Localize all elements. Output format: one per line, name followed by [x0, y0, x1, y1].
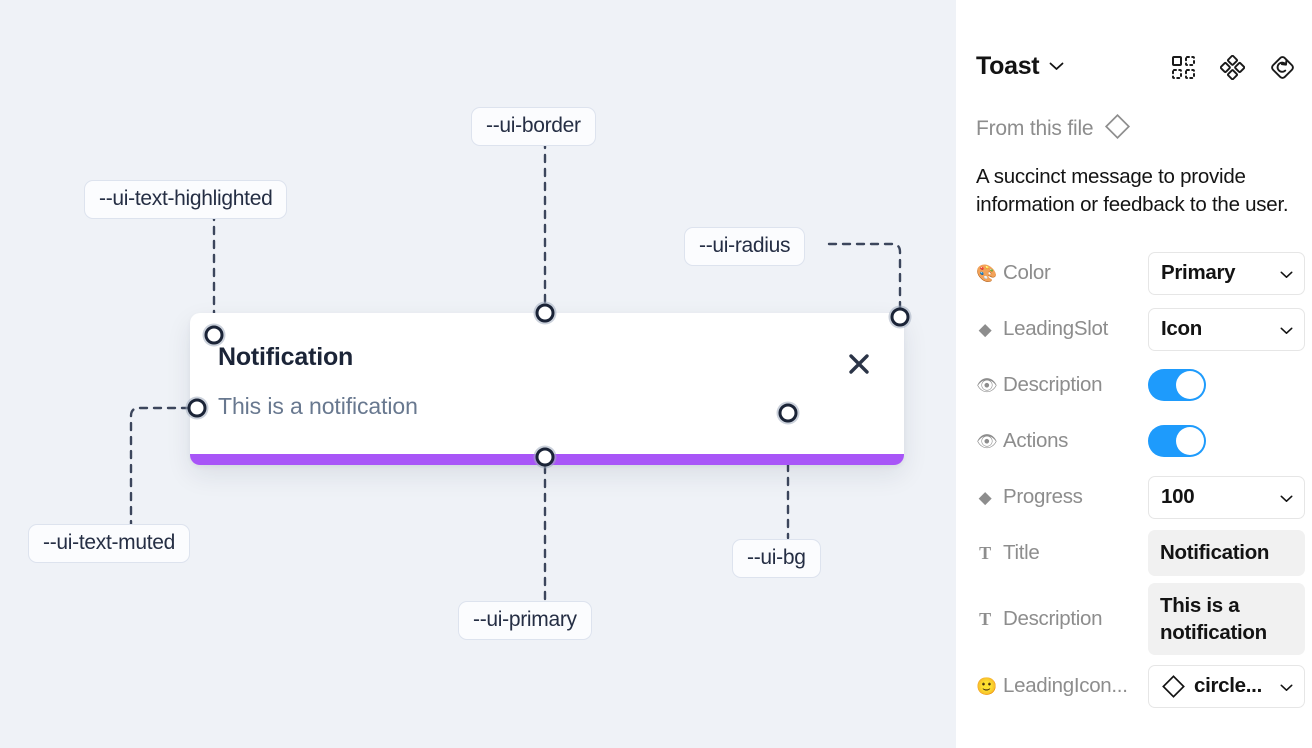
- panel-header-actions: [1171, 54, 1296, 86]
- anchor-dot-primary[interactable]: [535, 447, 555, 467]
- property-row-leadingicon: 🙂 LeadingIcon... circle...: [976, 657, 1305, 715]
- chevron-down-icon: [1280, 261, 1293, 285]
- annotation-pill-bg[interactable]: --ui-bg: [732, 539, 821, 578]
- anchor-dot-radius[interactable]: [890, 307, 910, 327]
- leadingicon-select-value: circle...: [1194, 674, 1262, 697]
- annotation-pill-radius[interactable]: --ui-radius: [684, 227, 806, 266]
- diamond-icon: ◆: [978, 487, 992, 507]
- property-label-text: Description: [1003, 373, 1103, 396]
- property-label-progress: ◆ Progress: [976, 485, 1148, 509]
- variants-diamond-icon[interactable]: [1219, 54, 1246, 85]
- annotation-pill-primary[interactable]: --ui-primary: [458, 601, 592, 640]
- reset-instance-icon[interactable]: [1269, 54, 1296, 86]
- anchor-dot-bg[interactable]: [778, 403, 798, 423]
- diamond-icon: ◆: [978, 319, 992, 339]
- properties-panel: Toast: [956, 0, 1312, 748]
- annotation-pill-text-highlighted[interactable]: --ui-text-highlighted: [84, 180, 288, 219]
- anchor-dot-border[interactable]: [535, 303, 555, 323]
- eye-icon: 👁: [976, 431, 998, 451]
- property-rows: 🎨 Color Primary: [976, 245, 1305, 715]
- component-description: A succinct message to provide informatio…: [976, 165, 1289, 217]
- toast-description: This is a notification: [218, 393, 418, 419]
- annotation-pill-border[interactable]: --ui-border: [471, 107, 596, 146]
- diamond-icon: [1104, 113, 1131, 145]
- property-row-title: T Title Notification: [976, 525, 1305, 581]
- leadingicon-select[interactable]: circle...: [1148, 664, 1305, 708]
- close-icon[interactable]: [846, 351, 872, 377]
- toast-title: Notification: [218, 343, 354, 371]
- diamond-icon: [1161, 674, 1186, 699]
- property-row-leadingslot: ◆ LeadingSlot Icon: [976, 301, 1305, 357]
- page-title: Toast: [976, 52, 1040, 80]
- chevron-down-icon: [1280, 674, 1293, 698]
- chevron-down-icon: [1280, 485, 1293, 509]
- actions-toggle[interactable]: [1148, 425, 1206, 457]
- property-label-text: Actions: [1003, 429, 1069, 452]
- chevron-down-icon: [1280, 317, 1293, 341]
- progress-select[interactable]: 100: [1148, 475, 1305, 519]
- palette-icon: 🎨: [976, 263, 997, 283]
- property-label-leadingslot: ◆ LeadingSlot: [976, 317, 1148, 341]
- description-toggle[interactable]: [1148, 369, 1206, 401]
- property-label-description-text: T Description: [976, 607, 1148, 631]
- property-label-text: Description: [1003, 607, 1103, 630]
- property-row-actions-visibility: 👁 Actions: [976, 413, 1294, 469]
- property-label-text: LeadingIcon...: [1003, 674, 1128, 697]
- from-this-file-label: From this file: [976, 117, 1094, 140]
- progress-select-value: 100: [1161, 485, 1195, 508]
- property-label-text: LeadingSlot: [1003, 317, 1108, 340]
- component-grid-icon[interactable]: [1171, 55, 1196, 85]
- anchor-dot-text-muted[interactable]: [187, 398, 207, 418]
- text-icon: T: [979, 543, 991, 563]
- toggle-knob: [1176, 371, 1204, 399]
- toggle-knob: [1176, 427, 1204, 455]
- property-row-progress: ◆ Progress 100: [976, 469, 1305, 525]
- title-input[interactable]: Notification: [1148, 530, 1305, 576]
- property-label-leadingicon: 🙂 LeadingIcon...: [976, 674, 1148, 698]
- property-label-color: 🎨 Color: [976, 261, 1148, 285]
- color-select-value: Primary: [1161, 261, 1236, 284]
- leadingslot-select[interactable]: Icon: [1148, 307, 1305, 351]
- anchor-dot-text-highlighted[interactable]: [204, 325, 224, 345]
- toast-component-preview[interactable]: Notification This is a notification: [190, 313, 904, 465]
- text-icon: T: [979, 609, 991, 629]
- smiley-icon: 🙂: [976, 676, 997, 696]
- property-row-description-text: T Description This is a notification: [976, 581, 1305, 657]
- property-label-text: Title: [1003, 541, 1040, 564]
- color-select[interactable]: Primary: [1148, 251, 1305, 295]
- eye-icon: 👁: [976, 375, 998, 395]
- property-label-text: Progress: [1003, 485, 1083, 508]
- annotation-pill-text-muted[interactable]: --ui-text-muted: [28, 524, 191, 563]
- property-row-description-visibility: 👁 Description: [976, 357, 1294, 413]
- property-label-actions: 👁 Actions: [976, 429, 1148, 453]
- description-input[interactable]: This is a notification: [1148, 582, 1305, 656]
- property-label-description: 👁 Description: [976, 373, 1148, 397]
- property-row-color: 🎨 Color Primary: [976, 245, 1305, 301]
- leadingslot-select-value: Icon: [1161, 317, 1202, 340]
- property-label-text: Color: [1003, 261, 1051, 284]
- from-this-file-row[interactable]: From this file: [976, 113, 1131, 145]
- property-label-title: T Title: [976, 541, 1148, 565]
- component-name-dropdown[interactable]: Toast: [976, 52, 1064, 81]
- chevron-down-icon: [1049, 58, 1064, 76]
- design-canvas[interactable]: Notification This is a notification --ui…: [0, 0, 956, 748]
